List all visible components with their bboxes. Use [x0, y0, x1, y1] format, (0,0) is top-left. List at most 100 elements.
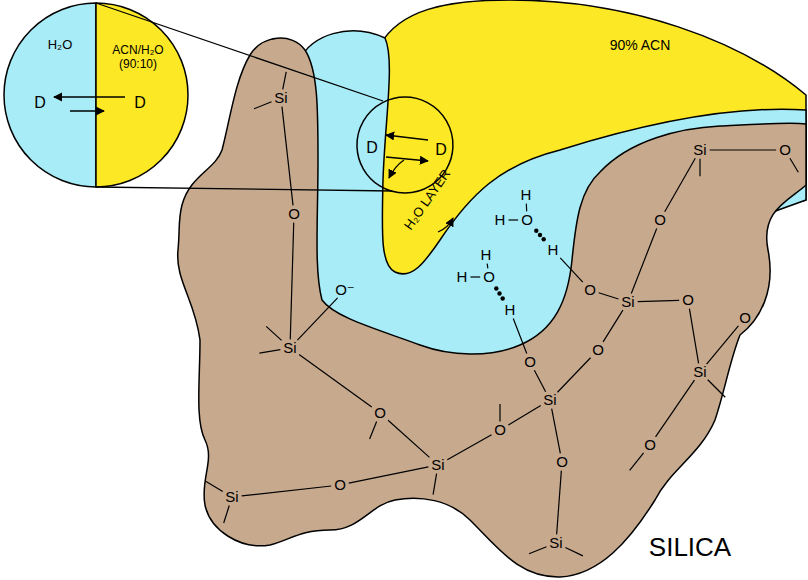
- chemical-bond: [290, 223, 293, 340]
- dangling-bond: [224, 505, 230, 523]
- dangling-bond: [254, 102, 272, 109]
- chemical-bond: [599, 293, 619, 299]
- chemical-bond: [557, 358, 590, 392]
- dangling-bond: [283, 72, 287, 90]
- region-label: SILICA: [649, 533, 731, 563]
- chemical-bond: [526, 204, 528, 212]
- chemical-bond: [638, 300, 679, 301]
- atom-label: O: [483, 268, 495, 285]
- dangling-bond: [433, 474, 437, 495]
- chemical-bond: [282, 107, 293, 206]
- pointer-arrow: [389, 160, 404, 178]
- chemical-bond: [710, 149, 776, 150]
- exchange-arrow: [386, 157, 428, 161]
- atom-label: Si: [621, 293, 634, 310]
- region-label: D: [34, 94, 46, 112]
- atom-label: H: [521, 186, 532, 203]
- chemical-bond: [557, 471, 562, 535]
- atom-label: O: [334, 476, 346, 493]
- atom-label: Si: [693, 141, 706, 158]
- dangling-bond: [708, 380, 726, 398]
- chemical-bond: [508, 406, 540, 425]
- exchange-arrow: [54, 96, 125, 97]
- hydrogen-bond-dot: [494, 286, 498, 290]
- zoom-line: [96, 187, 392, 191]
- inset-water-half-outline: [4, 3, 96, 187]
- region-label: ACN/H₂O (90:10): [106, 44, 170, 72]
- atom-label: Si: [431, 456, 444, 473]
- atom-label: O: [374, 404, 386, 421]
- chemical-bond: [508, 219, 518, 220]
- zoom-line: [96, 3, 383, 101]
- atom-label: O: [644, 436, 656, 453]
- atom-label: H: [481, 246, 492, 263]
- atom-label: O: [739, 309, 751, 326]
- atom-label: O: [682, 291, 694, 308]
- atom-label: O: [584, 281, 596, 298]
- atom-label: O: [524, 353, 536, 370]
- chemical-bond: [665, 158, 696, 212]
- chemical-bond: [388, 420, 429, 457]
- exchange-arrow: [386, 135, 428, 140]
- dangling-bond: [699, 159, 700, 177]
- atom-label: O: [654, 211, 666, 228]
- dangling-bond: [529, 547, 547, 554]
- inset-acn-half-outline: [96, 3, 188, 187]
- atom-label: O: [556, 453, 568, 470]
- chemical-bond: [349, 467, 429, 483]
- dangling-bond: [205, 481, 223, 492]
- atom-label: O: [288, 205, 300, 222]
- atom-label: Si: [225, 488, 238, 505]
- hydrogen-bond-dot: [541, 237, 545, 241]
- chemical-bond: [487, 264, 489, 269]
- region-label: D: [435, 141, 447, 159]
- atom-label: Si: [283, 339, 296, 356]
- region-label: 90% ACN: [610, 37, 671, 53]
- hydrogen-bond-dot: [534, 229, 538, 233]
- atom-label: H: [505, 301, 516, 318]
- chemical-bond: [297, 298, 337, 340]
- pointer-arrow: [438, 218, 453, 232]
- atom-label: O: [494, 421, 506, 438]
- region-label: H₂O LAYER: [402, 167, 454, 233]
- dangling-bond: [499, 404, 500, 422]
- atom-label: O⁻: [335, 281, 355, 298]
- atom-label: Si: [549, 534, 562, 551]
- atom-label: H: [495, 211, 506, 228]
- atom-label: H: [457, 268, 468, 285]
- inset-acn-half: ACN/H₂O (90:10) D: [96, 3, 188, 187]
- chemical-bond: [447, 435, 491, 460]
- zoom-circle-outline: [357, 97, 453, 193]
- chemical-bond: [299, 355, 372, 407]
- chemical-bond: [631, 228, 656, 293]
- chemical-bond: [603, 310, 623, 342]
- atom-label: Si: [543, 391, 556, 408]
- region-label: D: [134, 94, 146, 112]
- chemical-bond: [513, 318, 527, 353]
- chemical-bond: [560, 258, 583, 282]
- hydrogen-bond-dot: [497, 291, 501, 295]
- chemical-bond: [689, 309, 698, 364]
- atom-label: H: [548, 241, 559, 258]
- hydrogen-bond-dot: [538, 233, 542, 237]
- region-label: D: [366, 139, 378, 157]
- atom-label: Si: [274, 89, 287, 106]
- chemical-bond: [470, 276, 480, 277]
- chemical-bond: [552, 409, 561, 454]
- dangling-bond: [266, 326, 281, 340]
- dangling-bond: [259, 350, 280, 354]
- region-label: H₂O: [48, 38, 73, 53]
- atom-label: O: [779, 141, 791, 158]
- dangling-bond: [790, 158, 798, 172]
- silica-particle-outline: [178, 38, 806, 577]
- atom-label: O: [521, 211, 533, 228]
- exchange-arrow: [70, 110, 104, 111]
- chemical-bond: [534, 370, 545, 391]
- dangling-bond: [370, 421, 377, 439]
- chemical-bond: [707, 326, 739, 364]
- chemical-bond: [242, 486, 332, 496]
